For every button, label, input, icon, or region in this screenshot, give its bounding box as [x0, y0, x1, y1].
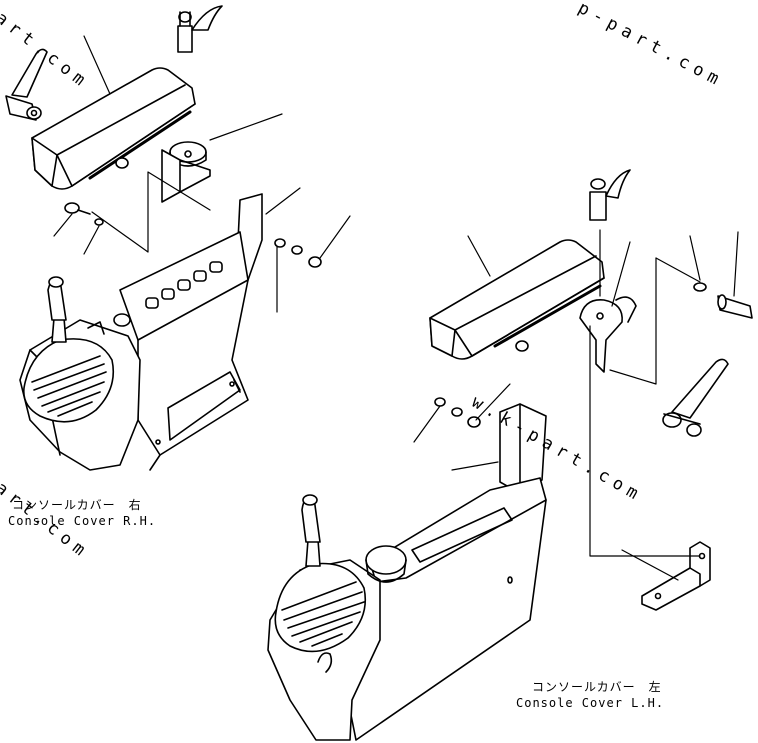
rh-lock-lever	[5, 48, 48, 121]
lh-console-body	[267, 403, 547, 741]
rh-hinge-bracket	[161, 141, 211, 203]
lh-lock-lever	[662, 358, 729, 437]
lh-upper-lever	[589, 169, 631, 221]
lh-assembly	[267, 169, 753, 741]
rh-nuts	[274, 238, 322, 268]
rh-label-en: Console Cover R.H.	[8, 514, 157, 528]
lh-hinge-bracket	[579, 296, 637, 373]
rh-upper-lever	[177, 5, 223, 53]
lh-bolt	[693, 282, 753, 319]
lh-armrest	[429, 239, 605, 360]
leader-lines	[53, 35, 739, 581]
rh-assembly	[5, 5, 322, 471]
lh-label-jp: コンソールカバー 左	[532, 680, 662, 694]
lh-label-en: Console Cover L.H.	[516, 696, 665, 710]
rh-console-body	[19, 193, 263, 471]
lh-small-bracket	[641, 541, 711, 611]
rh-label-jp: コンソールカバー 右	[12, 498, 142, 512]
rh-bolt	[64, 202, 104, 226]
rh-armrest	[31, 67, 196, 190]
